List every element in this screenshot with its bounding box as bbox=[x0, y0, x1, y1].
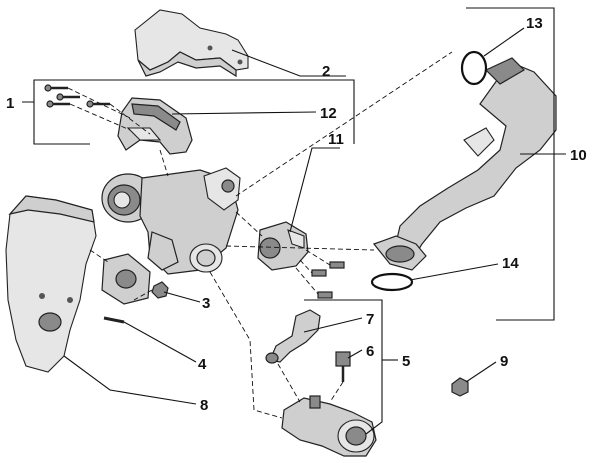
callout-6: 6 bbox=[366, 343, 374, 360]
callout-7: 7 bbox=[366, 311, 374, 328]
assembly-dash-lines bbox=[67, 51, 453, 419]
intake-pipe bbox=[373, 57, 557, 271]
wastegate-actuator bbox=[257, 221, 309, 271]
callout-labels: 1 2 3 4 5 6 7 8 9 10 11 12 13 14 bbox=[6, 15, 587, 414]
actuator-bracket bbox=[117, 97, 193, 155]
callout-12: 12 bbox=[320, 105, 337, 122]
callout-10: 10 bbox=[570, 147, 587, 164]
exhaust-heat-shield bbox=[5, 195, 97, 373]
breather-hose bbox=[265, 309, 321, 364]
callout-11: 11 bbox=[328, 131, 344, 148]
callout-4: 4 bbox=[198, 356, 207, 373]
callout-8: 8 bbox=[200, 397, 208, 414]
callout-2: 2 bbox=[322, 63, 330, 80]
intake-seal-ring-13 bbox=[460, 50, 488, 86]
actuator-bolts bbox=[311, 261, 345, 299]
callout-3: 3 bbox=[202, 295, 210, 312]
callout-1: 1 bbox=[6, 95, 14, 112]
callout-9: 9 bbox=[500, 353, 508, 370]
heat-shield-top bbox=[134, 9, 249, 78]
stud-bolt bbox=[103, 316, 125, 324]
callout-13: 13 bbox=[526, 15, 543, 32]
turbocharger-assembly bbox=[101, 167, 241, 275]
callout-5: 5 bbox=[402, 353, 410, 370]
air-duct bbox=[281, 395, 377, 457]
pressure-sensor bbox=[335, 351, 351, 382]
exhaust-flange-gasket bbox=[101, 253, 151, 305]
leader-lines bbox=[22, 7, 566, 435]
small-nut bbox=[451, 377, 469, 397]
intake-seal-ring-14 bbox=[370, 272, 414, 292]
callout-14: 14 bbox=[502, 255, 519, 272]
flange-nut bbox=[151, 281, 169, 299]
